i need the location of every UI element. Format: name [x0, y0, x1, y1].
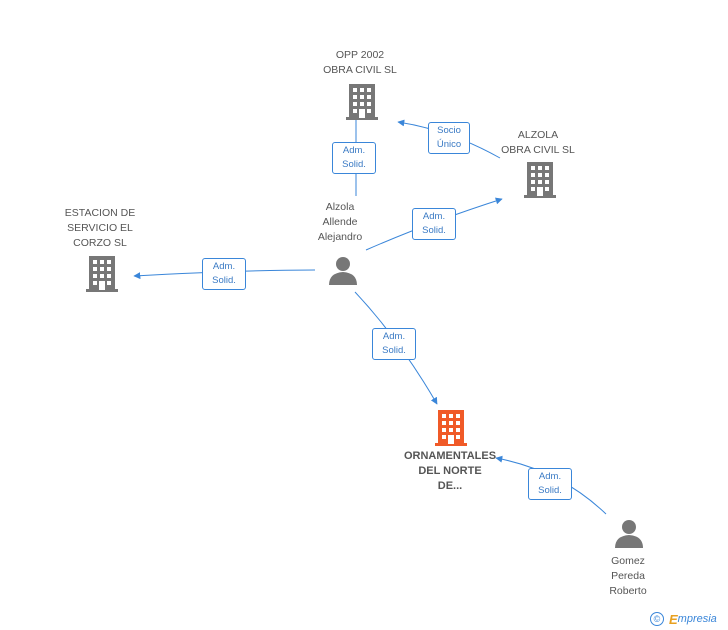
edge-label-line: Solid.	[422, 225, 446, 236]
edge-label-line: Solid.	[382, 345, 406, 356]
node-label-line: ORNAMENTALES	[403, 450, 497, 462]
brand-logo-letter: E	[669, 611, 678, 627]
edge-label-line: Adm.	[342, 145, 366, 156]
building-icon[interactable]	[346, 84, 378, 120]
node-label-opp[interactable]: OPP 2002 OBRA CIVIL SL	[306, 48, 414, 78]
edge-label-line: Solid.	[342, 159, 366, 170]
node-label-line: Allende	[322, 216, 358, 228]
edge-label-line: Solid.	[538, 485, 562, 496]
node-label-gomez[interactable]: Gomez Pereda Roberto	[588, 554, 668, 599]
edge-label-line: Único	[436, 139, 462, 150]
node-label-line: Gomez	[611, 555, 645, 567]
building-icon-highlighted[interactable]	[435, 410, 467, 446]
node-label-line: SERVICIO EL	[67, 222, 133, 234]
node-label-ornamentales[interactable]: ORNAMENTALES DEL NORTE DE...	[394, 449, 506, 494]
node-label-line: ESTACION DE	[64, 207, 136, 219]
copyright-icon: ©	[650, 612, 664, 626]
person-icon[interactable]	[614, 519, 644, 549]
node-label-line: CORZO SL	[73, 237, 127, 249]
node-label-line: OBRA CIVIL SL	[323, 64, 397, 76]
building-icon[interactable]	[86, 256, 118, 292]
node-label-line: Pereda	[611, 570, 645, 582]
edge-label-person-to-ornamentales[interactable]: Adm. Solid.	[372, 328, 416, 360]
node-label-alzola-sl[interactable]: ALZOLA OBRA CIVIL SL	[484, 128, 592, 158]
edge-label-line: Socio	[437, 125, 461, 136]
brand-name: mpresia	[677, 613, 717, 625]
node-label-line: Alzola	[325, 201, 355, 213]
building-icon[interactable]	[524, 162, 556, 198]
node-label-line: DEL NORTE	[418, 465, 482, 477]
footer-brand[interactable]: © E mpresia	[650, 610, 717, 628]
node-label-line: Roberto	[609, 585, 647, 597]
node-label-line: OBRA CIVIL SL	[501, 144, 575, 156]
node-label-estacion[interactable]: ESTACION DE SERVICIO EL CORZO SL	[46, 206, 154, 251]
edge-label-line: Adm.	[382, 331, 406, 342]
edge-label-alzola-sl-to-opp[interactable]: Socio Único	[428, 122, 470, 154]
edge-label-person-to-alzola-sl[interactable]: Adm. Solid.	[412, 208, 456, 240]
person-icon[interactable]	[328, 256, 358, 286]
edge-label-gomez-to-ornamentales[interactable]: Adm. Solid.	[528, 468, 572, 500]
edge-label-line: Adm.	[212, 261, 236, 272]
node-label-alzola-person[interactable]: Alzola Allende Alejandro	[296, 200, 384, 245]
edge-label-person-to-opp[interactable]: Adm. Solid.	[332, 142, 376, 174]
edge-label-line: Solid.	[212, 275, 236, 286]
node-label-line: ALZOLA	[517, 129, 559, 141]
node-label-line: OPP 2002	[335, 49, 385, 61]
edge-label-person-to-estacion[interactable]: Adm. Solid.	[202, 258, 246, 290]
node-label-line: Alejandro	[317, 231, 363, 243]
edge-label-line: Adm.	[422, 211, 446, 222]
node-label-line: DE...	[437, 480, 463, 492]
edge-label-line: Adm.	[538, 471, 562, 482]
